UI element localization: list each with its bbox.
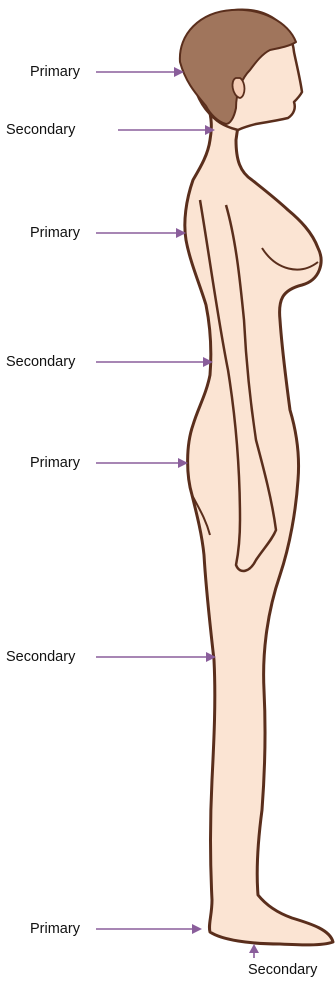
label-primary-2: Primary <box>30 225 80 241</box>
arrow-secondary-4-head <box>249 944 259 953</box>
label-primary-4: Primary <box>30 921 80 937</box>
label-secondary-1: Secondary <box>6 122 75 138</box>
label-primary-1: Primary <box>30 64 80 80</box>
label-secondary-2: Secondary <box>6 354 75 370</box>
label-primary-3: Primary <box>30 455 80 471</box>
label-secondary-4: Secondary <box>248 962 317 978</box>
label-secondary-3: Secondary <box>6 649 75 665</box>
arrow-primary-4-head <box>192 924 202 934</box>
